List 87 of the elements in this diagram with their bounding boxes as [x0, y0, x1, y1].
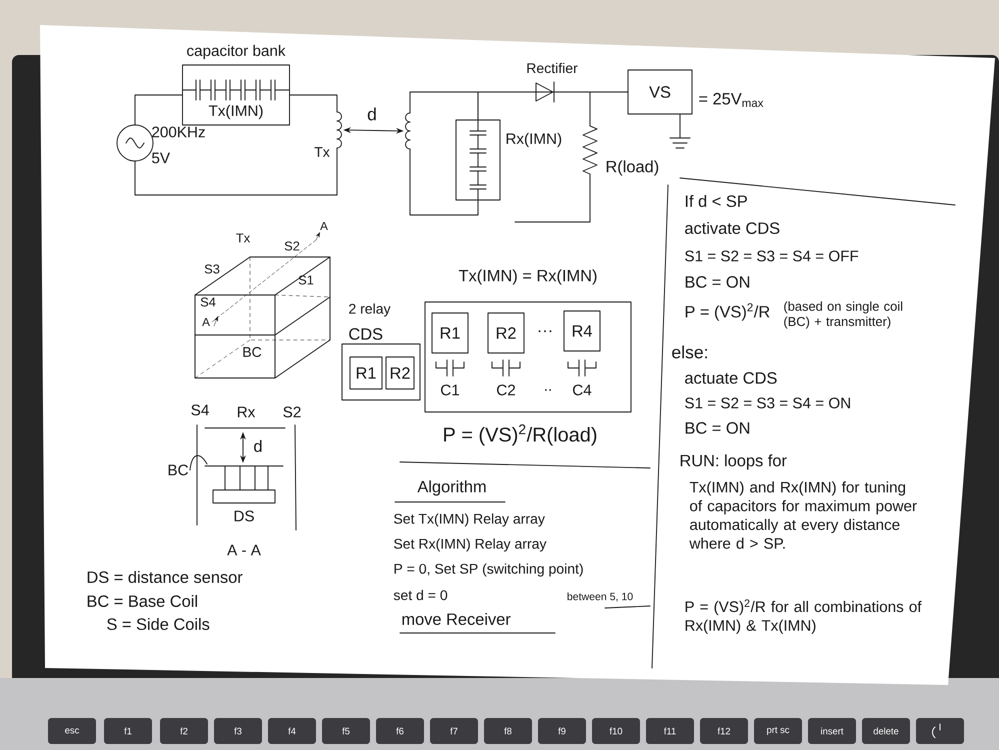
capacitor-box: Rx(IMN): [456, 120, 562, 200]
drawing-label: S2: [284, 241, 300, 251]
drawing-label: Rx: [238, 406, 256, 418]
ellipsis: ..: [545, 389, 551, 391]
note-text: BC = Base Coil: [88, 594, 197, 608]
drawing-label: Tx: [236, 234, 250, 242]
drawing-label: S2: [283, 406, 301, 418]
relay-box: R1: [350, 356, 382, 390]
coil: [336, 112, 342, 148]
section-mark: A: [202, 318, 210, 326]
keyboard-key: prt sc: [754, 718, 802, 744]
note-text: P = (VS)$^{2}$/R for all combinations of Rx(IMN) & Tx(IMN): [686, 599, 922, 634]
drawing-label: S1: [298, 275, 314, 285]
note-text: (based on single coil (BC) + transmitter): [784, 301, 902, 329]
ac-source: [116, 124, 154, 162]
relay-box: R2: [488, 312, 524, 354]
node-label: 2 relay: [349, 303, 391, 317]
node-label: CDS: [349, 328, 382, 340]
note-text: DS = distance sensor: [88, 570, 242, 584]
note-text: S = Side Coils: [107, 618, 210, 630]
coil: [405, 112, 410, 150]
note-text: If d < SP: [686, 194, 747, 208]
note-text: BC = ON: [686, 422, 750, 434]
coil-label: BC: [168, 464, 188, 476]
keyboard-key: f10: [592, 718, 640, 744]
leader-line: [190, 455, 208, 470]
wire: [134, 148, 338, 196]
keyboard-key: f9: [538, 718, 586, 744]
keyboard-key: f8: [484, 718, 532, 744]
wire: [134, 94, 182, 125]
note-text: Set Rx(IMN) Relay array: [394, 538, 546, 552]
keyboard-key: f3: [214, 718, 262, 744]
keyboard-key: f5: [322, 718, 370, 744]
note-text: else:: [672, 346, 707, 358]
keyboard-key: insert: [808, 718, 856, 744]
note-text: S1 = S2 = S3 = S4 = OFF: [685, 250, 858, 262]
node-label: capacitor bank: [187, 44, 286, 60]
ellipsis: ···: [538, 330, 552, 332]
wire: [478, 92, 528, 120]
drawing-label: BC: [243, 347, 262, 357]
keyboard-key: f6: [376, 718, 424, 744]
wire: [562, 92, 590, 120]
keyboard-key: delete: [862, 718, 910, 744]
voltage-sensor-box: VS: [628, 70, 692, 114]
relay-box: R4: [564, 310, 600, 352]
note-text: P = (VS)$^{2}$/R: [686, 303, 770, 321]
keyboard-key: f1: [104, 718, 152, 744]
component-label: C4: [573, 384, 592, 396]
keyboard-key: f12: [700, 718, 748, 744]
component-label: C1: [441, 384, 459, 396]
drawing-label: S3: [204, 264, 220, 274]
keyboard-key: f11: [646, 718, 694, 744]
node-label: Rx(IMN): [506, 132, 562, 148]
drawing-label: S4: [191, 404, 209, 416]
component-label: = 25V$_{max}$: [699, 92, 764, 108]
note-text: activate CDS: [685, 222, 780, 234]
heading: Algorithm: [417, 480, 486, 496]
formula: P = (VS)$^{2}$/R(load): [444, 424, 596, 446]
note-text: P = 0, Set SP (switching point): [394, 563, 583, 577]
wire: [410, 148, 478, 216]
note-text: between 5, 10: [568, 592, 633, 602]
note-text: Set Tx(IMN) Relay array: [394, 513, 545, 527]
relay-box: R1: [432, 312, 468, 354]
component-label: 200KHz: [152, 126, 205, 138]
keyboard-key: esc: [48, 718, 96, 744]
view-title: A - A: [227, 544, 261, 556]
drawing-label: DS: [234, 510, 254, 522]
note-text: move Receiver: [402, 612, 510, 626]
keyboard-key: f2: [160, 718, 208, 744]
note-text: Tx(IMN) and Rx(IMN) for tuning of capacitors for maximum power automatically at every distance where d > SP.: [689, 481, 917, 549]
note-text: RUN: loops for: [680, 454, 787, 470]
node-label: Tx(IMN) = Rx(IMN): [458, 269, 596, 285]
component-label: Tx: [314, 147, 330, 157]
wire: [290, 94, 338, 112]
note-text: actuate CDS: [685, 372, 777, 384]
capacitor-bank-box: capacitor bank Tx(IMN): [182, 44, 290, 126]
relay-box: R2: [386, 356, 414, 390]
note-text: set d = 0: [394, 590, 448, 600]
drawing-label: d: [254, 440, 262, 452]
note-text: S1 = S2 = S3 = S4 = ON: [685, 398, 850, 408]
component-label: 5V: [152, 152, 170, 164]
note-text: BC = ON: [686, 276, 750, 288]
section-mark: A: [320, 222, 328, 230]
keyboard-key: f7: [430, 718, 478, 744]
drawing-label: S4: [200, 297, 216, 307]
component-label: C2: [497, 384, 515, 396]
keyboard-key: f4: [268, 718, 316, 744]
